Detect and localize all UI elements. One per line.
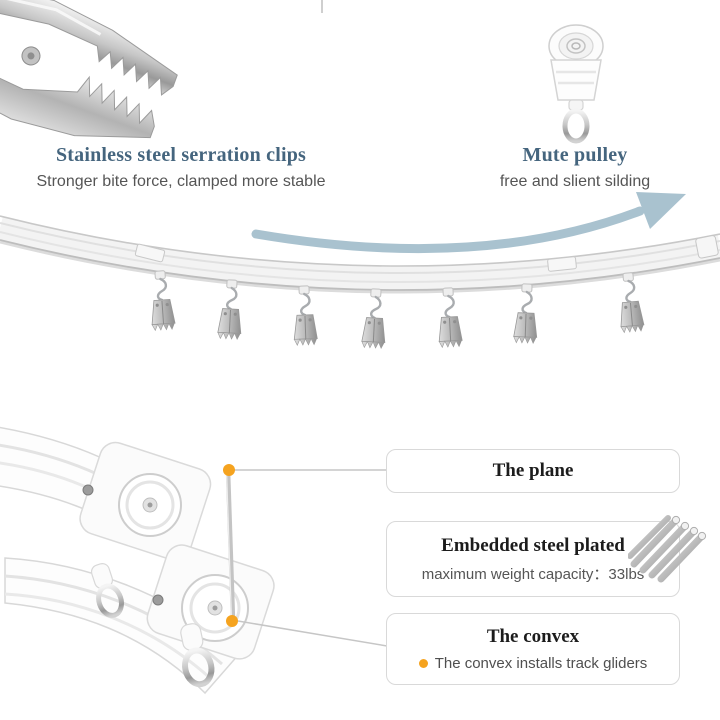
convex-bullet-row: The convex installs track gliders <box>418 655 648 672</box>
feature-box-convex: The convex The convex installs track gli… <box>386 613 680 685</box>
pulley-subtitle: free and slient silding <box>499 173 651 190</box>
track-connector <box>134 243 166 263</box>
hook-clip <box>435 286 464 349</box>
callout-line-convex <box>237 620 388 647</box>
clips-subtitle: Stronger bite force, clamped more stable <box>36 173 326 190</box>
steel-rods-photo <box>628 515 707 583</box>
track-band-lower <box>4 557 242 695</box>
orange-dot-marker <box>223 464 235 476</box>
convex-title: The convex <box>486 626 580 647</box>
hook-clip <box>216 278 245 341</box>
hook-clip <box>360 287 389 350</box>
clips-title: Stainless steel serration clips <box>55 144 307 166</box>
metal-eyelet <box>90 563 124 618</box>
track-end-cap <box>695 235 719 259</box>
track-connector <box>547 256 577 272</box>
pulley-caption: Mute pulley free and slient silding <box>448 144 702 191</box>
feature-box-plane: The plane <box>386 449 680 493</box>
screw-icon <box>82 484 94 496</box>
embedded-steel-rod <box>225 469 236 621</box>
orange-dot-marker <box>226 615 238 627</box>
clips-caption: Stainless steel serration clips Stronger… <box>18 144 344 191</box>
hook-clip <box>512 282 540 345</box>
mute-pulley-photo <box>548 24 604 144</box>
swoosh-arrow <box>251 192 686 254</box>
metal-eyelet <box>180 623 215 688</box>
steel-subtitle: maximum weight capacity：33lbs <box>421 565 645 583</box>
serration-clip-photo <box>0 0 178 139</box>
hook-clip <box>615 270 646 334</box>
pulley-title: Mute pulley <box>522 144 628 166</box>
pulley-hook-icon <box>562 108 590 144</box>
bullet-dot-icon <box>418 659 428 668</box>
feature-box-steel: Embedded steel plated maximum weight cap… <box>386 521 680 597</box>
track-glider-closeup-photo <box>0 426 275 695</box>
steel-title: Embedded steel plated <box>441 534 625 556</box>
curtain-track-with-hook-clips <box>0 215 720 350</box>
plane-title: The plane <box>492 460 574 481</box>
convex-bullet-text: The convex installs track gliders <box>434 655 648 672</box>
hook-clip <box>147 269 177 332</box>
hook-clip <box>291 284 319 347</box>
screw-icon <box>152 594 164 606</box>
